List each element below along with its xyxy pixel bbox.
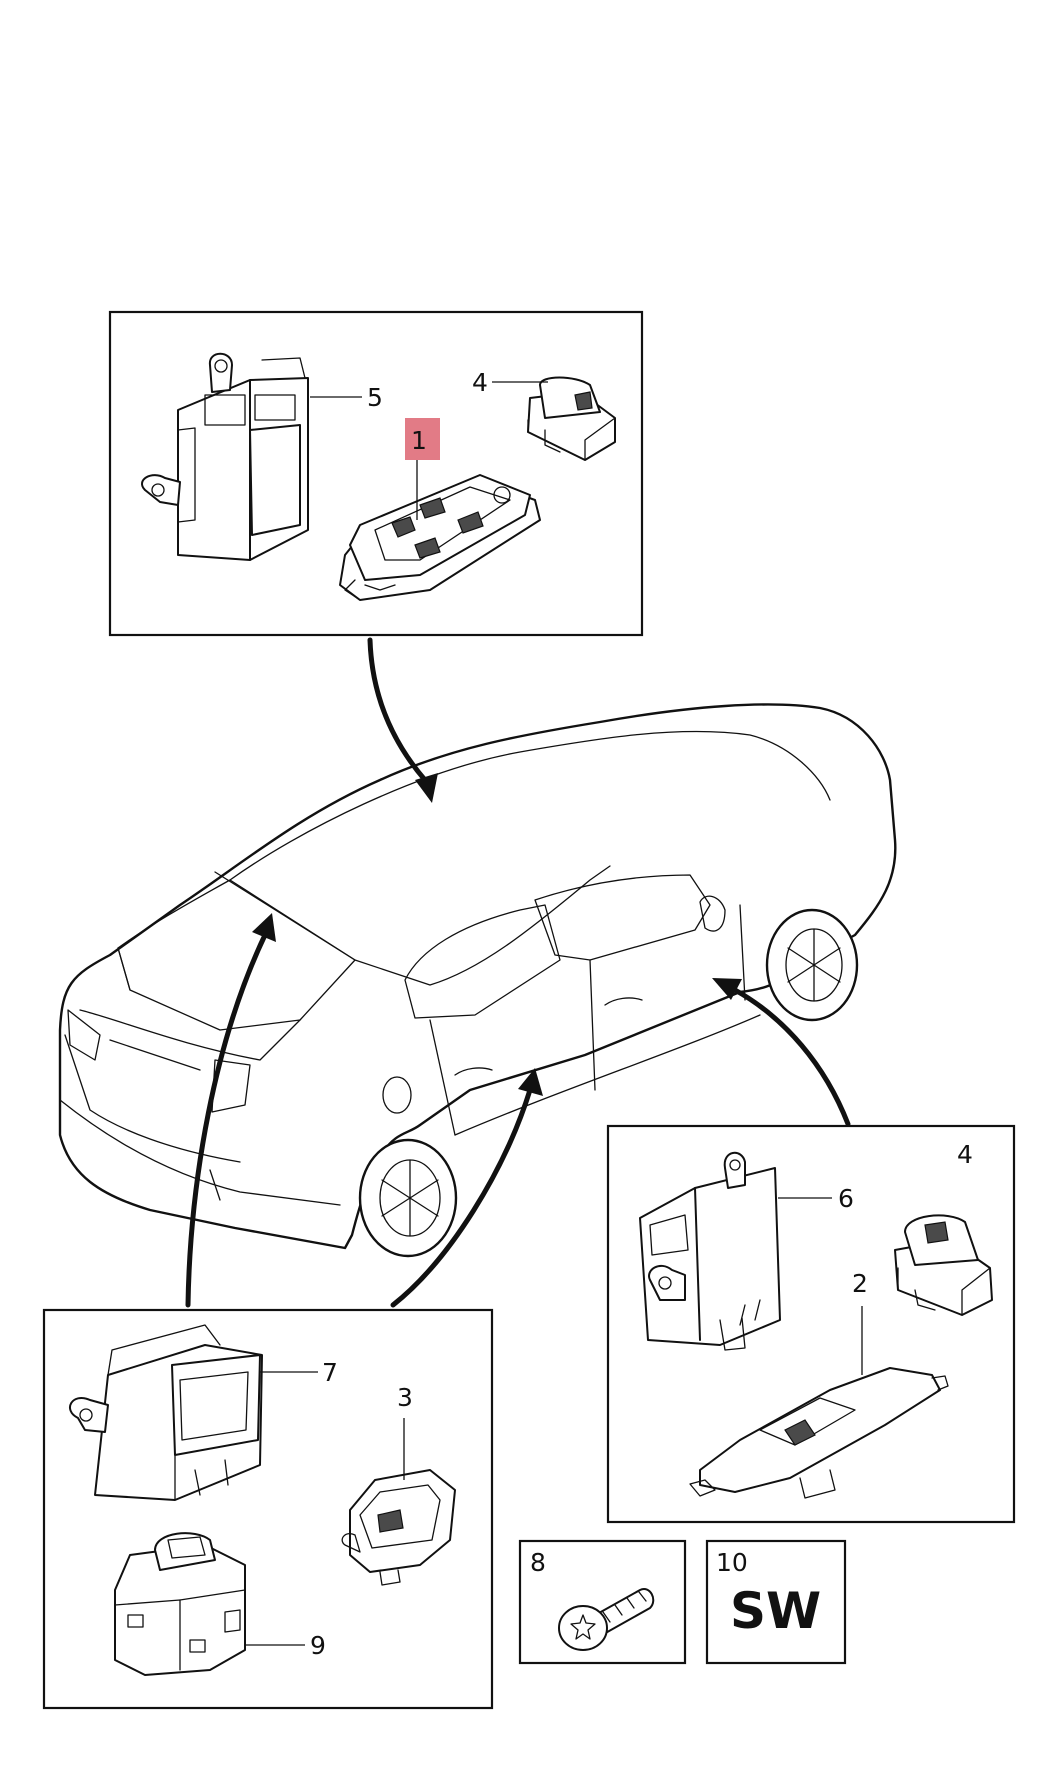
arrow-top (367, 637, 428, 783)
callout-4-right[interactable]: 4 (957, 1140, 973, 1169)
sw-label: SW (730, 1582, 821, 1640)
part-8-screw (558, 1588, 655, 1651)
part-6-module (639, 1152, 781, 1351)
part-9-switch-module (114, 1532, 246, 1676)
callout-4-top[interactable]: 4 (472, 368, 488, 397)
part-2-passenger-switch (689, 1367, 949, 1499)
callout-7[interactable]: 7 (322, 1358, 338, 1387)
leader-lines (245, 381, 863, 1646)
car-illustration (58, 703, 897, 1258)
detail-frame-bottom-left (42, 1308, 494, 1710)
arrow-front-door (732, 987, 851, 1127)
detail-frame-part-10 (705, 1539, 847, 1665)
callout-8[interactable]: 8 (530, 1548, 546, 1577)
arrow-rear-window (185, 932, 268, 1308)
callout-6[interactable]: 6 (838, 1184, 854, 1213)
detail-frame-top (108, 310, 644, 637)
highlight-part-1 (405, 418, 440, 460)
callout-2[interactable]: 2 (852, 1269, 868, 1298)
callout-9[interactable]: 9 (310, 1631, 326, 1660)
detail-frame-right (606, 1124, 1016, 1524)
callout-5[interactable]: 5 (367, 383, 383, 412)
part-3-rear-switch (341, 1469, 456, 1586)
callout-3[interactable]: 3 (397, 1383, 413, 1412)
detail-frame-part-8 (518, 1539, 687, 1665)
part-5-control-module (141, 352, 309, 561)
callout-1[interactable]: 1 (411, 426, 427, 455)
callout-10[interactable]: 10 (716, 1548, 748, 1577)
part-7-module (69, 1324, 263, 1501)
part-4-switch-top (527, 376, 616, 461)
part-1-master-switch (339, 474, 541, 601)
pointer-arrows (185, 637, 851, 1308)
part-4-switch-right (894, 1214, 993, 1316)
arrow-rear-door (390, 1087, 533, 1308)
